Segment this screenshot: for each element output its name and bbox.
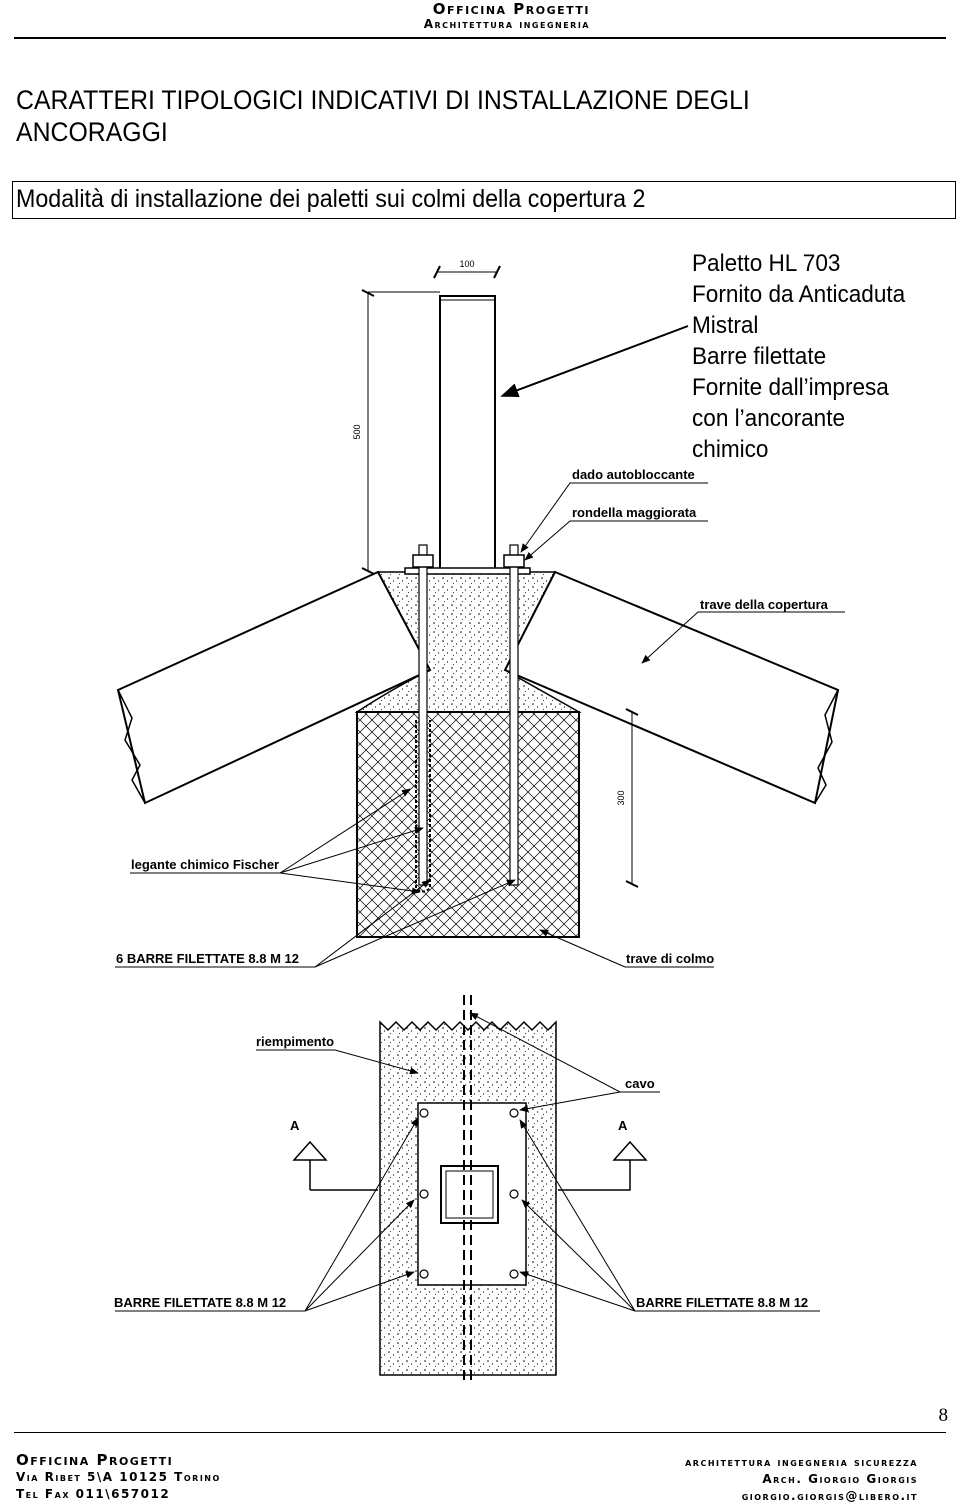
header-firm-subtitle: Architettura ingegneria	[423, 17, 590, 31]
label-filling: riempimento	[256, 1034, 334, 1049]
base-plate	[404, 567, 531, 575]
header-rule	[14, 37, 946, 39]
installation-notes: Paletto HL 703 Fornito da Anticaduta Mis…	[692, 248, 905, 465]
section-marker-left	[292, 1140, 378, 1191]
label-washer: rondella maggiorata	[572, 505, 697, 520]
dimension-height: 500	[352, 424, 362, 439]
footer-firm-name: Officina Progetti	[16, 1451, 174, 1469]
dimension-depth: 300	[616, 790, 626, 805]
footer-email: giorgio.giorgis@libero.it	[741, 1489, 918, 1503]
plan-post-section	[440, 1165, 499, 1224]
note-line: Fornite dall’impresa	[692, 374, 889, 401]
note-line: Barre filettate	[692, 343, 827, 370]
label-hollow: cavo	[625, 1076, 655, 1091]
label-section-right: A	[618, 1118, 628, 1133]
page-number: 8	[938, 1405, 949, 1426]
footer-right: architettura ingegneria sicurezza Arch. …	[685, 1454, 918, 1505]
label-roof-beam: trave della copertura	[700, 597, 829, 612]
dimension-lines	[361, 265, 639, 888]
note-line: Fornito da Anticaduta	[692, 281, 906, 308]
plan-leader-lines	[115, 1012, 820, 1312]
footer-rule	[14, 1432, 946, 1433]
page-title: CARATTERI TIPOLOGICI INDICATIVI DI INSTA…	[16, 85, 750, 147]
label-nut: dado autobloccante	[572, 467, 695, 482]
dimension-width: 100	[459, 259, 474, 269]
note-line: con l’ancorante	[692, 405, 846, 432]
post	[439, 295, 496, 571]
label-rods-section: 6 BARRE FILETTATE 8.8 M 12	[116, 951, 299, 966]
footer-left: Officina Progetti Via Ribet 5\A 10125 To…	[16, 1452, 221, 1503]
label-rods-right: BARRE FILETTATE 8.8 M 12	[636, 1295, 808, 1310]
label-rods-left: BARRE FILETTATE 8.8 M 12	[114, 1295, 286, 1310]
note-line: Paletto HL 703	[692, 250, 841, 277]
subtitle-box	[12, 181, 956, 219]
label-chemical-binder: legante chimico Fischer	[131, 857, 279, 872]
note-line: chimico	[692, 436, 769, 463]
header-firm-name: Officina Progetti	[432, 0, 590, 18]
ridge-beam	[356, 711, 580, 938]
page-subtitle: Modalità di installazione dei paletti su…	[16, 185, 646, 213]
label-section-left: A	[290, 1118, 300, 1133]
note-line: Mistral	[692, 312, 759, 339]
section-marker-right	[558, 1140, 648, 1191]
footer-activity: architettura ingegneria sicurezza	[685, 1455, 918, 1469]
footer-address: Via Ribet 5\A 10125 Torino	[16, 1470, 221, 1484]
footer-architect: Arch. Giorgio Giorgis	[762, 1472, 918, 1486]
technical-drawing: 100 500 300 dado autobloccante rondella …	[114, 259, 845, 1380]
label-ridge-beam: trave di colmo	[626, 951, 714, 966]
footer-phone: Tel Fax 011\657012	[16, 1487, 171, 1501]
plan-rod-holes	[419, 1108, 519, 1279]
